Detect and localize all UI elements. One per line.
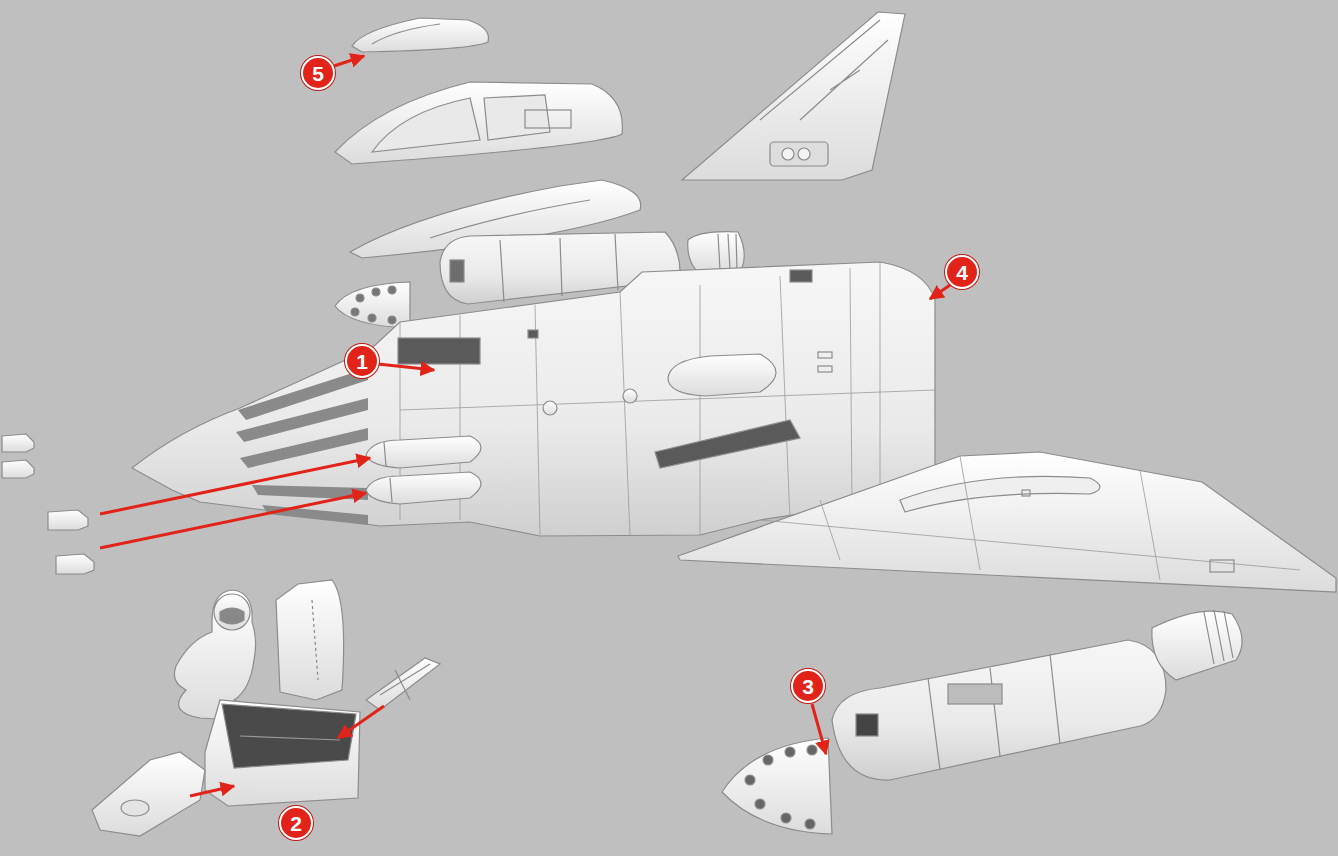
- callout-marker: 1: [345, 344, 379, 378]
- callout-number: 4: [956, 262, 968, 283]
- callout-marker: 2: [279, 806, 313, 840]
- callout-number: 5: [312, 63, 324, 84]
- callout-number: 3: [802, 676, 814, 697]
- callout-marker: 3: [791, 669, 825, 703]
- callout-number: 1: [356, 351, 368, 372]
- callout-number: 2: [290, 813, 302, 834]
- callout-marker: 4: [945, 255, 979, 289]
- callout-marker: 5: [301, 56, 335, 90]
